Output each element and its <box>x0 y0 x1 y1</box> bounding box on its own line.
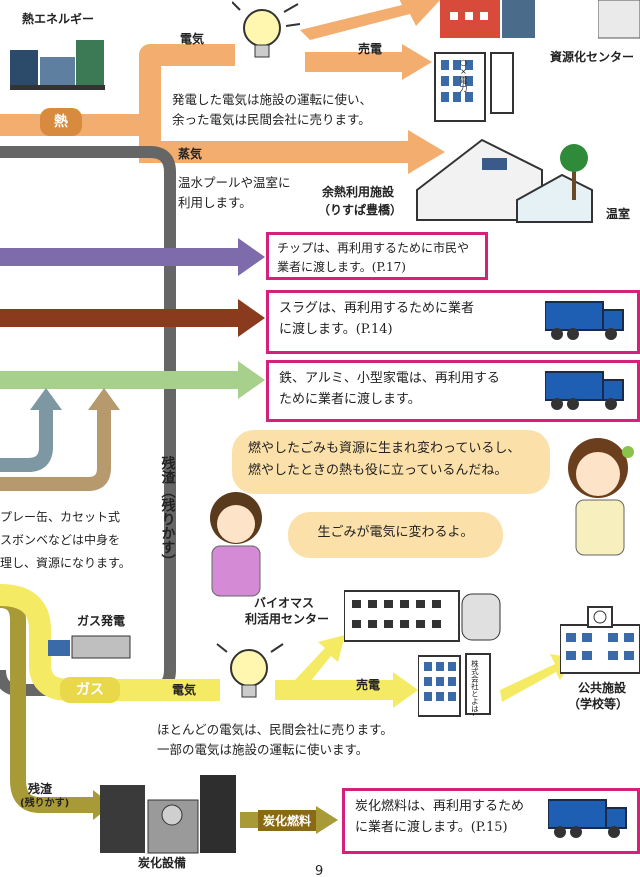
sell-power-label: 売電 <box>358 42 383 56</box>
waste-heat-facility-name: （りすぱ豊橋） <box>318 203 403 217</box>
metal-line2: ために業者に渡します。 <box>279 391 421 407</box>
chip-line2: 業者に渡します。(P.17) <box>277 259 406 274</box>
recycle-center-building-icon <box>597 0 640 40</box>
bio-sell-power-label: 売電 <box>356 678 381 692</box>
building-sign-text: ○×電力 <box>459 58 468 92</box>
girl-speech-bubble: 燃やしたごみも資源に生まれ変わっているし、 燃やしたときの熱も役に立っているんだ… <box>232 430 550 494</box>
fuel-line2: に業者に渡します。(P.15) <box>355 819 508 835</box>
metal-line1: 鉄、アルミ、小型家電は、再利用する <box>279 371 500 386</box>
gas-generator-icon <box>48 632 132 660</box>
pool-greenhouse-icon <box>412 130 597 225</box>
waste-heat-facility-label: 余熱利用施設 <box>322 185 395 199</box>
carbon-fuel-tag: 炭化燃料 <box>258 810 317 831</box>
heat-power-text-line2: 余った電気は民間会社に売ります。 <box>172 112 371 127</box>
steam-label: 蒸気 <box>178 147 203 161</box>
public-facility-building-icon <box>559 605 640 675</box>
public-facility-arrow <box>500 654 575 702</box>
bio-building-sign: 株式会社とよはし電力 <box>470 660 480 716</box>
recycle-center-label: 資源化センター <box>550 50 635 64</box>
woman-speech-bubble: 生ごみが電気に変わるよ。 <box>288 512 503 558</box>
chip-info-box: チップは、再利用するために市民や 業者に渡します。(P.17) <box>266 232 488 280</box>
public-facility-line1: 公共施設 <box>578 681 627 695</box>
factory-building-icon <box>440 0 535 40</box>
slag-line1: スラグは、再利用するために業者 <box>279 301 475 316</box>
power-company-building-icon <box>433 48 528 123</box>
bio-power-text-line2: 一部の電気は施設の運転に使います。 <box>157 742 369 757</box>
hotwater-text-line1: 温水プールや温室に <box>178 175 291 190</box>
electricity-label: 電気 <box>180 32 205 46</box>
spray-note-line3: 理し、資源になります。 <box>0 556 131 570</box>
residue-vertical-label: 残渣（残りかす） <box>159 456 176 568</box>
heat-power-text-line1: 発電した電気は施設の運転に使い、 <box>172 92 373 107</box>
spray-note-line1: プレー缶、カセット式 <box>0 510 121 524</box>
carbon-residue-label-line1: 残渣 <box>28 782 53 796</box>
carbon-facility-label: 炭化設備 <box>138 856 187 870</box>
heat-generator-icon <box>10 35 105 90</box>
biomass-center-line1: バイオマス <box>254 596 315 610</box>
up-arrow-bluegray-head <box>30 388 62 410</box>
carbon-residue-label-line2: (残りかす) <box>20 798 70 809</box>
heat-label: 熱 <box>40 108 82 136</box>
greenhouse-label: 温室 <box>606 207 631 221</box>
bio-power-text-line1: ほとんどの電気は、民間会社に売ります。 <box>157 722 393 737</box>
sell-power-arrowhead-top <box>402 44 432 80</box>
truck-icon <box>544 300 625 342</box>
truck-icon <box>544 370 625 412</box>
bio-lightbulb-icon <box>215 638 285 706</box>
public-facility-line2: （学校等） <box>568 697 629 711</box>
slag-arrowhead <box>238 299 265 337</box>
up-arrow-bluegray <box>0 405 53 472</box>
heat-energy-label: 熱エネルギー <box>22 12 95 26</box>
biomass-center-line2: 利活用センター <box>245 612 330 626</box>
gas-flow-line <box>0 584 220 701</box>
fuel-line1: 炭化燃料は、再利用するため <box>355 799 525 814</box>
gas-power-label: ガス発電 <box>77 614 126 628</box>
slag-line2: に渡します。(P.14) <box>279 321 393 337</box>
carbon-fuel-arrowhead <box>316 806 338 834</box>
bio-center-arrow <box>295 635 345 688</box>
chip-line1: チップは、再利用するために市民や <box>277 241 470 255</box>
lightbulb-icon <box>231 0 302 65</box>
girl-line2: 燃やしたときの熱も役に立っているんだね。 <box>248 463 508 479</box>
up-arrow-tan <box>0 405 111 491</box>
girl-line1: 燃やしたごみも資源に生まれ変わっているし、 <box>248 441 521 456</box>
bio-sell-arrowhead <box>393 672 418 708</box>
chip-arrowhead <box>238 238 265 276</box>
carbonization-plant-icon <box>100 770 240 855</box>
up-arrow-tan-head <box>88 388 120 410</box>
bio-power-company-building-icon <box>417 652 493 717</box>
hotwater-text-line2: 利用します。 <box>178 195 252 210</box>
woman-line: 生ごみが電気に変わるよ。 <box>317 525 474 540</box>
gas-label: ガス <box>60 677 120 703</box>
woman-character-icon <box>198 488 278 598</box>
page-number: 9 <box>315 864 324 877</box>
spray-note-line2: スボンベなどは中身を <box>0 533 121 547</box>
truck-icon <box>547 798 628 840</box>
metal-arrowhead <box>238 361 265 399</box>
bio-electricity-label: 電気 <box>172 683 197 697</box>
steam-arrowhead <box>408 130 445 174</box>
girl-character-icon <box>548 428 638 558</box>
biomass-center-building-icon <box>343 586 504 646</box>
to-recycle-center-arrow <box>300 0 441 40</box>
